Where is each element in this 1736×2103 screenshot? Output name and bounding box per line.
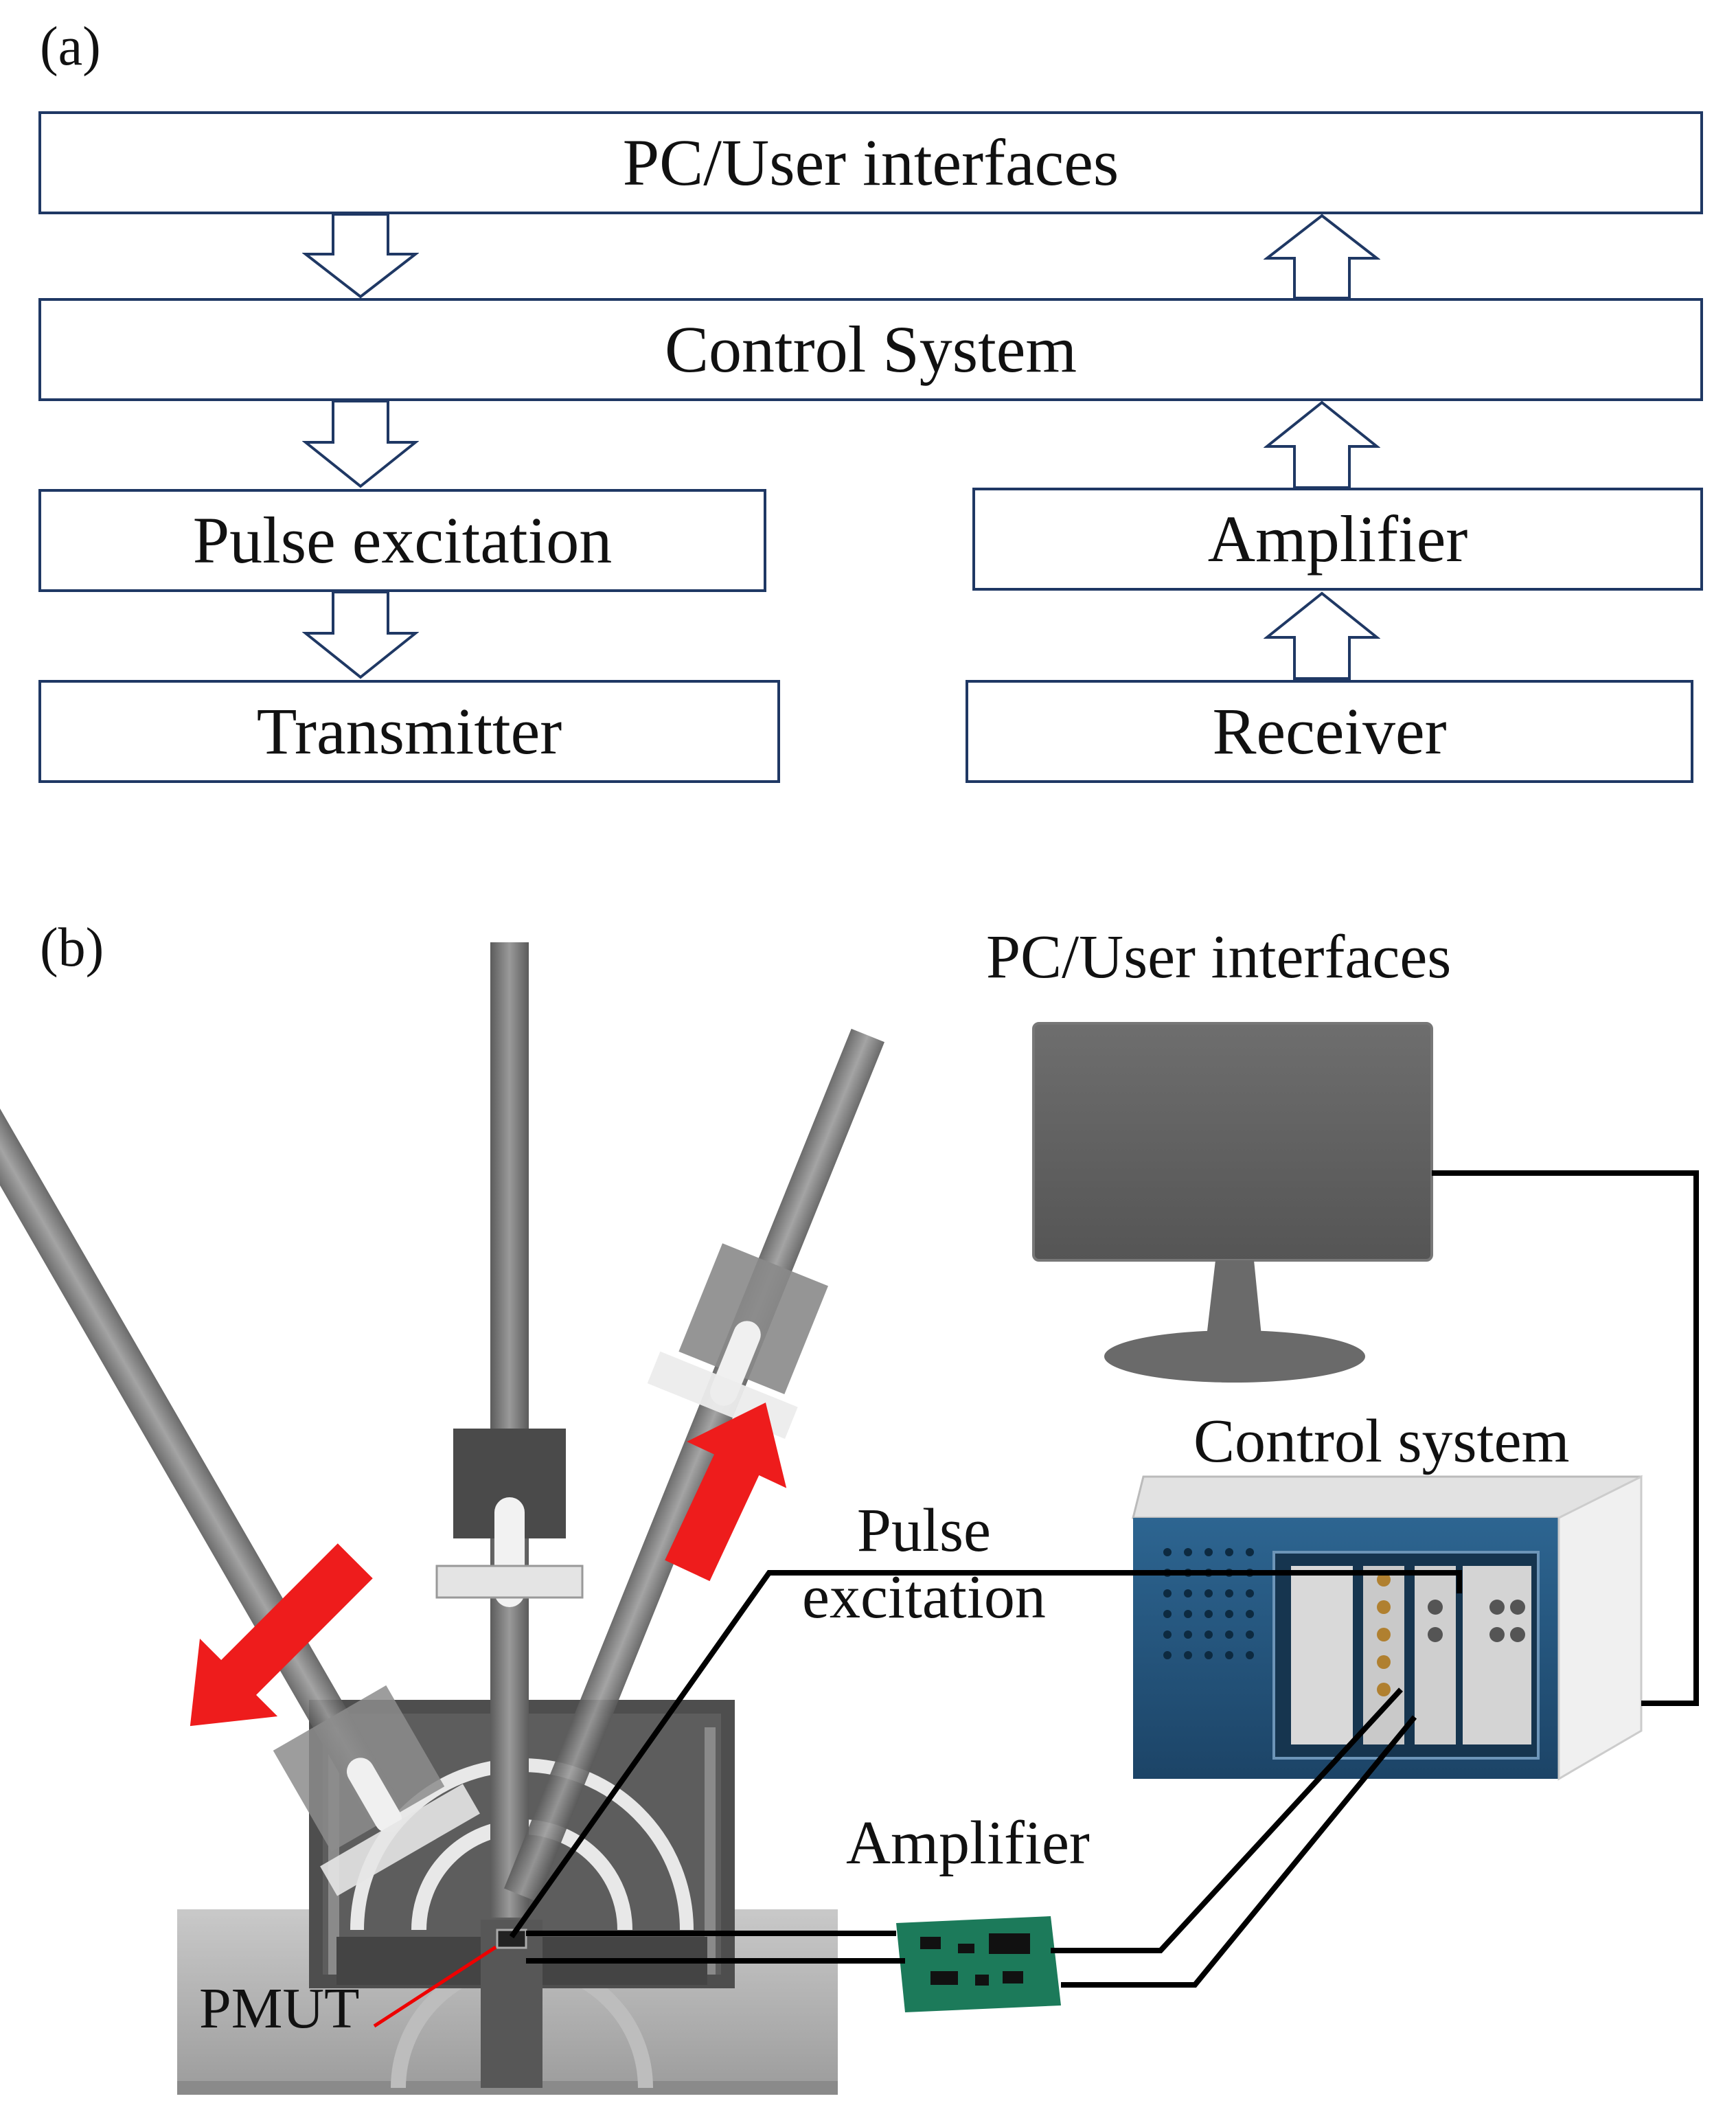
setup-label-pc: PC/User interfaces [986, 923, 1452, 991]
cable-monitor-to-chassis [1432, 1170, 1699, 1706]
up-arrow-control-to-pc [1264, 214, 1380, 299]
monitor-screen [1032, 1022, 1433, 1262]
setup-label-pmut: PMUT [199, 1977, 360, 2041]
setup-illustration [0, 942, 1699, 2095]
amplifier-pcb [896, 1916, 1061, 2012]
transmitter-box: Transmitter [38, 680, 780, 783]
receiver-box: Receiver [966, 680, 1693, 783]
down-arrow-pulse-to-transmitter [302, 591, 419, 679]
setup-label-amplifier: Amplifier [846, 1809, 1090, 1877]
chassis-top [1132, 1475, 1643, 1519]
cable-amplifier-to-chassis-2 [1061, 1715, 1417, 1988]
up-arrow-amplifier-to-control [1264, 400, 1380, 489]
down-arrow-control-to-pulse [302, 400, 419, 488]
setup-label-pulse: Pulse excitation [802, 1497, 1046, 1632]
module-4 [1463, 1566, 1531, 1744]
cable-amplifier-to-chassis-1 [1051, 1687, 1403, 1953]
setup-label-control: Control system [1194, 1407, 1570, 1475]
motion-arrow-down [190, 1543, 373, 1727]
rod-right [504, 1028, 884, 1902]
cable-pulse-excitation [509, 1570, 1462, 1939]
carriage-right [678, 1243, 828, 1395]
motion-arrow-up [665, 1402, 787, 1582]
monitor-neck [1206, 1260, 1262, 1343]
amplifier-box: Amplifier [972, 488, 1703, 591]
up-arrow-receiver-to-amplifier [1264, 591, 1380, 680]
module-3 [1415, 1566, 1456, 1744]
monitor-base [1104, 1330, 1365, 1383]
pc-user-interfaces-box: PC/User interfaces [38, 111, 1703, 214]
module-1 [1291, 1566, 1353, 1744]
pulse-excitation-box: Pulse excitation [38, 489, 766, 592]
down-arrow-pc-to-control [302, 213, 419, 299]
panel-a-label: (a) [40, 16, 101, 77]
panel-b-label: (b) [40, 918, 104, 978]
chassis-side [1557, 1475, 1643, 1781]
control-system-box: Control System [38, 298, 1703, 401]
pmut-pointer [373, 1945, 497, 2028]
